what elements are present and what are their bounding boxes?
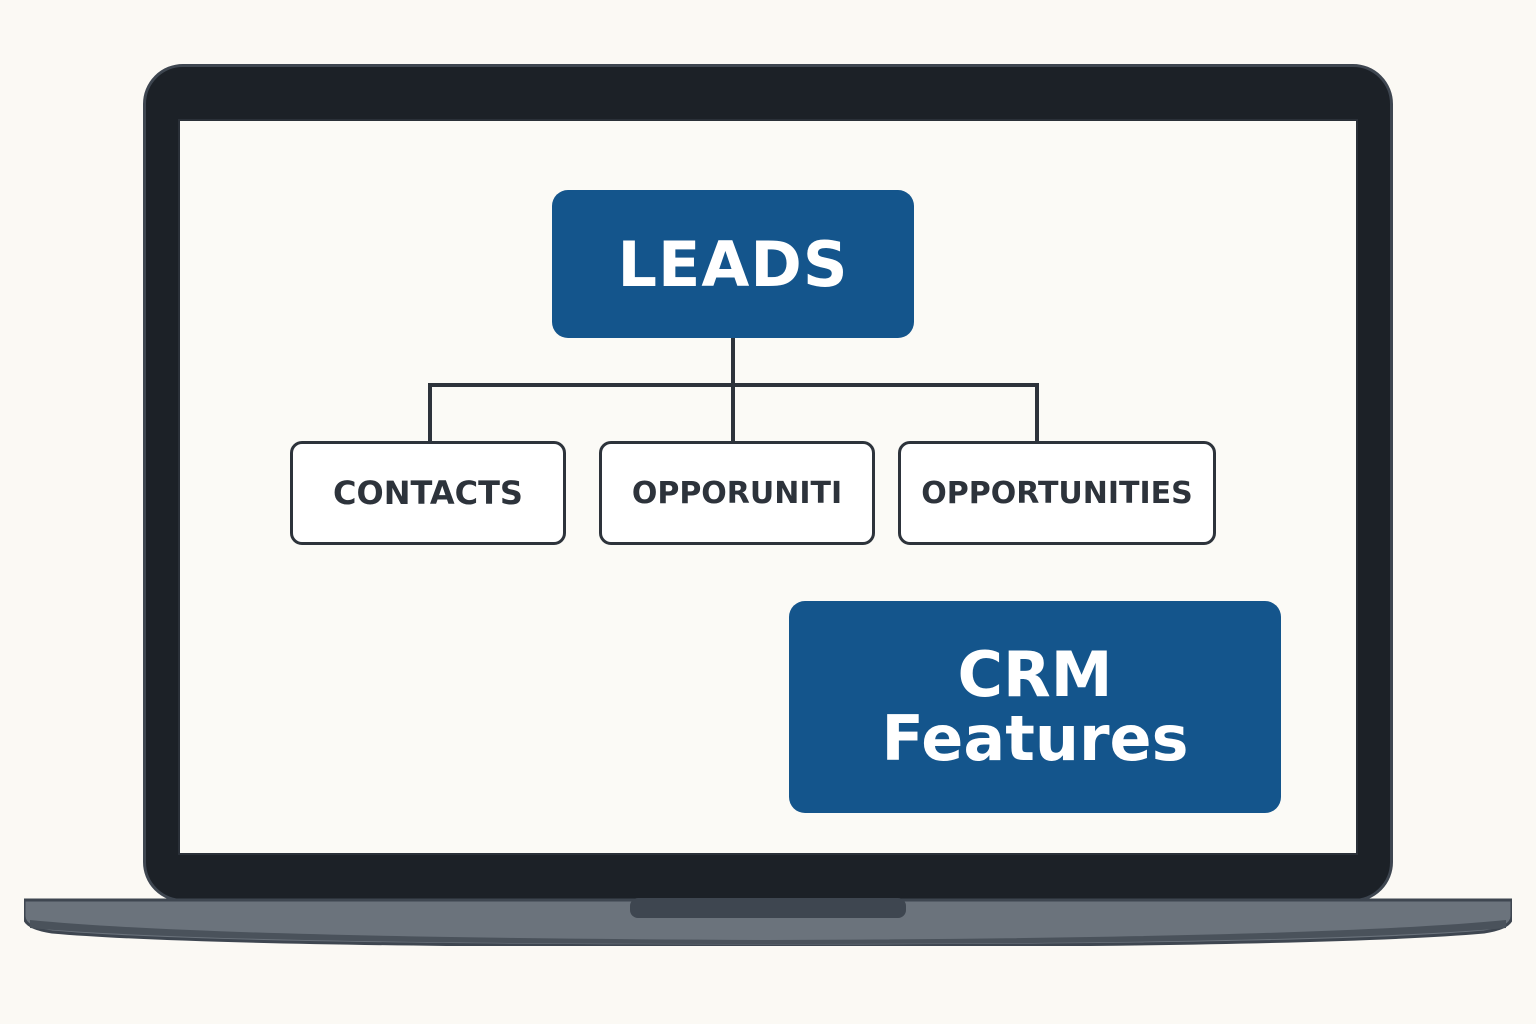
laptop-base-shadow	[30, 920, 1506, 944]
crm-features-line2: Features	[881, 702, 1189, 775]
opporuniti-node-label: OPPORUNITI	[631, 475, 843, 511]
laptop-base	[24, 898, 1512, 946]
leads-node: LEADS	[552, 190, 914, 338]
crm-features-line1: CRM	[957, 638, 1113, 711]
opporuniti-node: OPPORUNITI	[599, 441, 875, 545]
laptop-hinge-notch	[630, 898, 906, 918]
contacts-node-label: CONTACTS	[333, 474, 523, 512]
crm-features-box: CRM Features	[789, 601, 1281, 813]
contacts-node: CONTACTS	[290, 441, 566, 545]
laptop-screen: LEADS CONTACTS OPPORUNITI OPPORTUNITIES …	[178, 119, 1358, 855]
leads-node-label: LEADS	[617, 227, 849, 301]
opportunities-node-label: OPPORTUNITIES	[921, 475, 1193, 511]
opportunities-node: OPPORTUNITIES	[898, 441, 1216, 545]
